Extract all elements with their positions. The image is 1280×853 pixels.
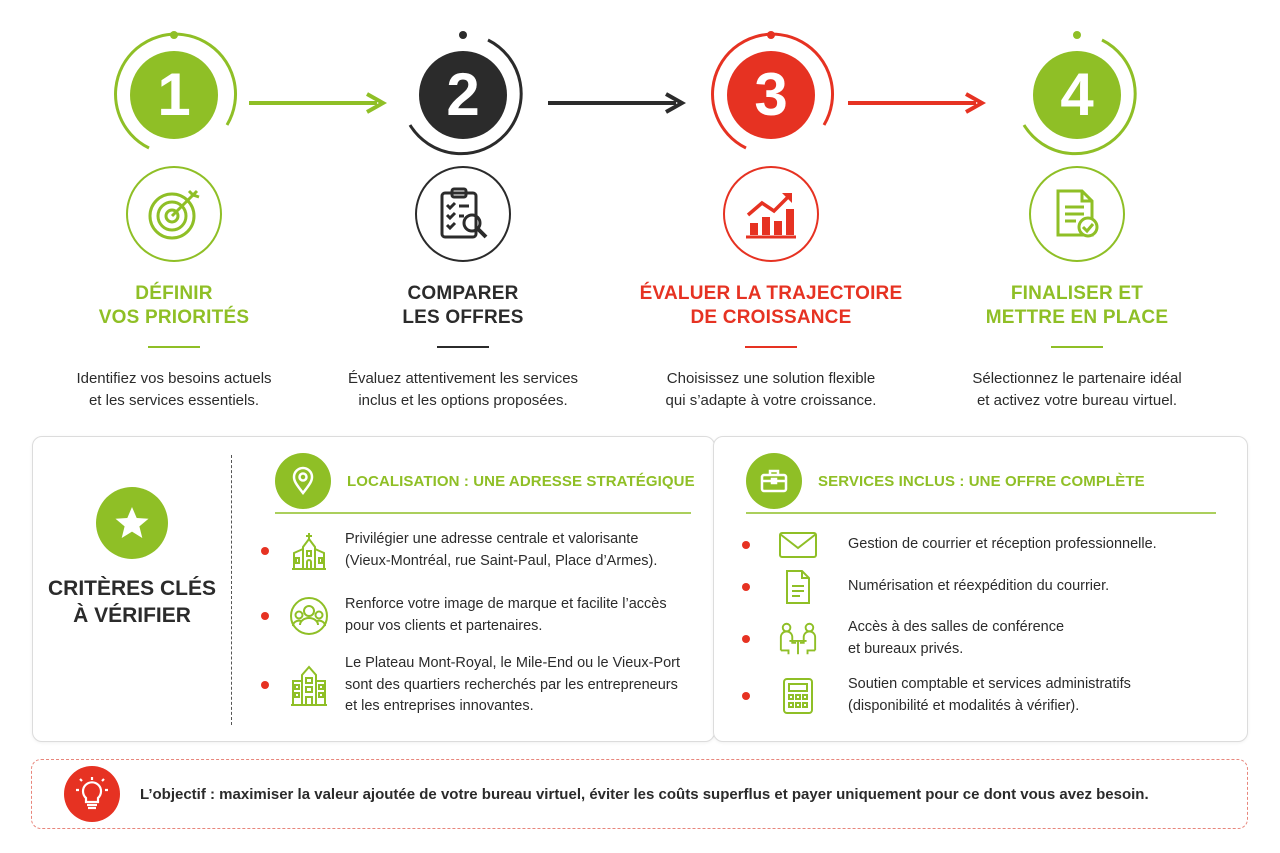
- location-item-2: Renforce votre image de marque et facili…: [261, 594, 667, 637]
- location-item-1: Privilégier une adresse centrale et valo…: [261, 529, 657, 572]
- envelope-icon: [778, 525, 818, 565]
- services-item-4: Soutien comptable et services administra…: [742, 674, 1131, 717]
- step-1-number-badge: 1: [109, 30, 239, 160]
- step-4-number: 4: [1033, 51, 1121, 139]
- step-3-number-badge: 3: [706, 30, 836, 160]
- dashed-divider: [231, 455, 232, 725]
- bullet: [742, 634, 750, 643]
- arrow-3-icon: [848, 92, 986, 114]
- step-4-underline: [1051, 346, 1103, 348]
- meeting-icon: [778, 619, 818, 659]
- step-3-underline: [745, 346, 797, 348]
- arrow-2-icon: [548, 92, 686, 114]
- step-2-number-badge: 2: [398, 30, 528, 160]
- arrow-1-icon: [249, 92, 387, 114]
- objective-note: L’objectif : maximiser la valeur ajoutée…: [31, 759, 1248, 829]
- location-title: LOCALISATION : UNE ADRESSE STRATÉGIQUE: [347, 472, 695, 490]
- services-item-4-text: Soutien comptable et services administra…: [848, 676, 1131, 714]
- briefcase-icon: [746, 453, 802, 509]
- bullet: [742, 583, 750, 591]
- bullet: [261, 611, 269, 620]
- location-item-3-text: Le Plateau Mont-Royal, le Mile-End ou le…: [345, 655, 681, 714]
- objective-text: L’objectif : maximiser la valeur ajoutée…: [140, 785, 1149, 803]
- people-icon: [289, 596, 329, 636]
- services-item-2-text: Numérisation et réexpédition du courrier…: [848, 578, 1110, 595]
- services-underline: [746, 512, 1216, 514]
- location-item-3: Le Plateau Mont-Royal, le Mile-End ou le…: [261, 653, 680, 718]
- church-building-icon: [289, 531, 329, 571]
- step-1-number: 1: [130, 51, 218, 139]
- location-item-1-text: Privilégier une adresse centrale et valo…: [345, 531, 658, 569]
- star-icon: [96, 487, 168, 559]
- services-item-2: Numérisation et réexpédition du courrier…: [742, 567, 1109, 607]
- document-check-icon: [1029, 166, 1125, 262]
- location-header: LOCALISATION : UNE ADRESSE STRATÉGIQUE: [275, 453, 695, 509]
- bullet: [742, 541, 750, 549]
- step-4-number-badge: 4: [1012, 30, 1142, 160]
- step-2-underline: [437, 346, 489, 348]
- lightbulb-icon: [64, 766, 120, 822]
- location-item-2-text: Renforce votre image de marque et facili…: [345, 596, 667, 634]
- step-2-number: 2: [419, 51, 507, 139]
- bullet: [261, 546, 269, 555]
- step-1-underline: [148, 346, 200, 348]
- calculator-icon: [778, 676, 818, 716]
- step-3-number: 3: [727, 51, 815, 139]
- services-item-1: Gestion de courrier et réception profess…: [742, 525, 1157, 565]
- services-title: SERVICES INCLUS : UNE OFFRE COMPLÈTE: [818, 472, 1145, 490]
- services-item-1-text: Gestion de courrier et réception profess…: [848, 536, 1157, 553]
- bullet: [261, 681, 269, 690]
- services-panel: SERVICES INCLUS : UNE OFFRE COMPLÈTE Ges…: [713, 436, 1248, 742]
- target-icon: [126, 166, 222, 262]
- map-pin-icon: [275, 453, 331, 509]
- growth-chart-icon: [723, 166, 819, 262]
- location-underline: [275, 512, 691, 514]
- city-building-icon: [289, 665, 329, 707]
- bullet: [742, 691, 750, 700]
- document-icon: [778, 567, 818, 607]
- services-header: SERVICES INCLUS : UNE OFFRE COMPLÈTE: [746, 453, 1145, 509]
- clipboard-search-icon: [415, 166, 511, 262]
